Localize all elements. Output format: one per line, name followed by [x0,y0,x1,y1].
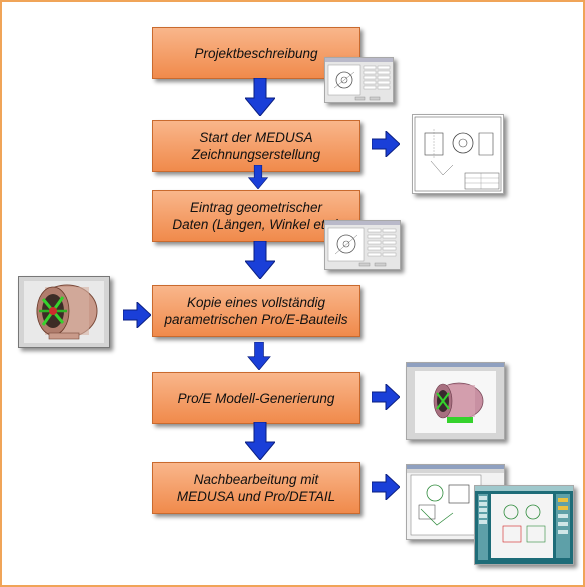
arrow-down-icon [245,422,275,460]
step-model-generation: Pro/E Modell-Generierung [152,372,360,424]
step-label: Kopie eines vollständig [186,295,326,310]
step-label: Daten (Längen, Winkel etc.) [172,217,340,232]
arrow-right-icon [372,474,400,500]
arrow-right-icon [372,384,400,410]
drawing-sheet-image [412,114,504,194]
arrow-right-icon [372,131,400,157]
step-label: Eintrag geometrischer [189,200,323,215]
step-projektbeschreibung: Projektbeschreibung [152,27,360,79]
arrow-down-icon [247,342,271,370]
step-label: Zeichnungserstellung [191,147,321,162]
step-label: MEDUSA und Pro/DETAIL [176,489,336,504]
step-label: parametrischen Pro/E-Bauteils [164,312,348,327]
form-dialog-image [324,220,401,270]
step-label: Nachbearbeitung mit [193,472,319,487]
form-dialog-image [324,57,394,103]
arrow-right-icon [123,302,151,328]
step-label: Pro/E Modell-Generierung [177,390,335,406]
arrow-down-icon [245,78,275,116]
step-label: Projektbeschreibung [194,45,318,61]
fan-3d-model-image [18,276,110,348]
step-label: Start der MEDUSA [199,130,313,145]
step-copy-proe-part: Kopie eines vollständig parametrischen P… [152,285,360,337]
step-post-processing: Nachbearbeitung mit MEDUSA und Pro/DETAI… [152,462,360,514]
3d-model-window-image [406,362,505,440]
cad-screen-image [474,485,574,565]
step-medusa-start: Start der MEDUSA Zeichnungserstellung [152,120,360,172]
arrow-down-icon [247,165,269,189]
arrow-down-icon [245,241,275,279]
